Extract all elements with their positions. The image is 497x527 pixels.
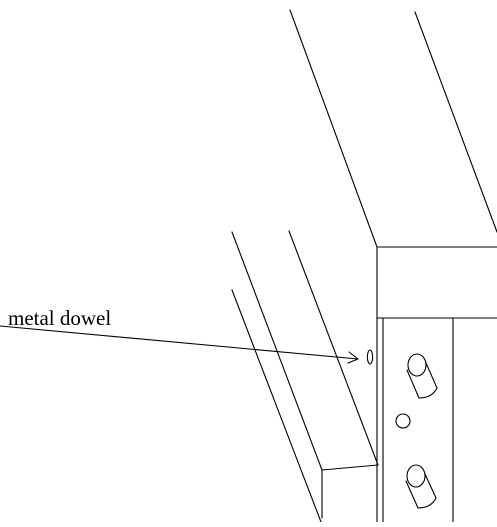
side-rail	[231, 230, 379, 523]
callout-arrow	[0, 325, 359, 364]
wood-dowel-lower-tip	[417, 497, 437, 509]
wood-dowel-upper-tip	[418, 387, 438, 399]
wood-dowel-lower-end	[406, 464, 426, 488]
side-rail-top-edge	[288, 230, 379, 466]
upper-rail-front-edge	[289, 9, 378, 248]
side-rail-bottom-edge	[231, 289, 322, 523]
dowel-hole	[395, 413, 411, 429]
upper-rail	[289, 9, 497, 248]
wood-dowel-upper-side	[406, 369, 420, 399]
post-block	[376, 246, 497, 523]
upper-rail-back-edge	[414, 11, 497, 233]
metal-dowel	[366, 349, 374, 365]
callout-arrowhead	[347, 351, 359, 364]
callout-leader-line	[0, 325, 359, 360]
side-rail-end-top	[321, 464, 379, 471]
wood-dowel-lower	[405, 464, 437, 509]
wood-dowel-lower-side	[424, 473, 437, 499]
wood-dowel-lower-side	[405, 480, 419, 509]
callout-label: metal dowel	[8, 306, 111, 330]
wood-dowel-upper-side	[425, 362, 438, 389]
wood-dowel-upper	[406, 353, 438, 399]
wood-dowel-upper-end	[407, 353, 427, 377]
